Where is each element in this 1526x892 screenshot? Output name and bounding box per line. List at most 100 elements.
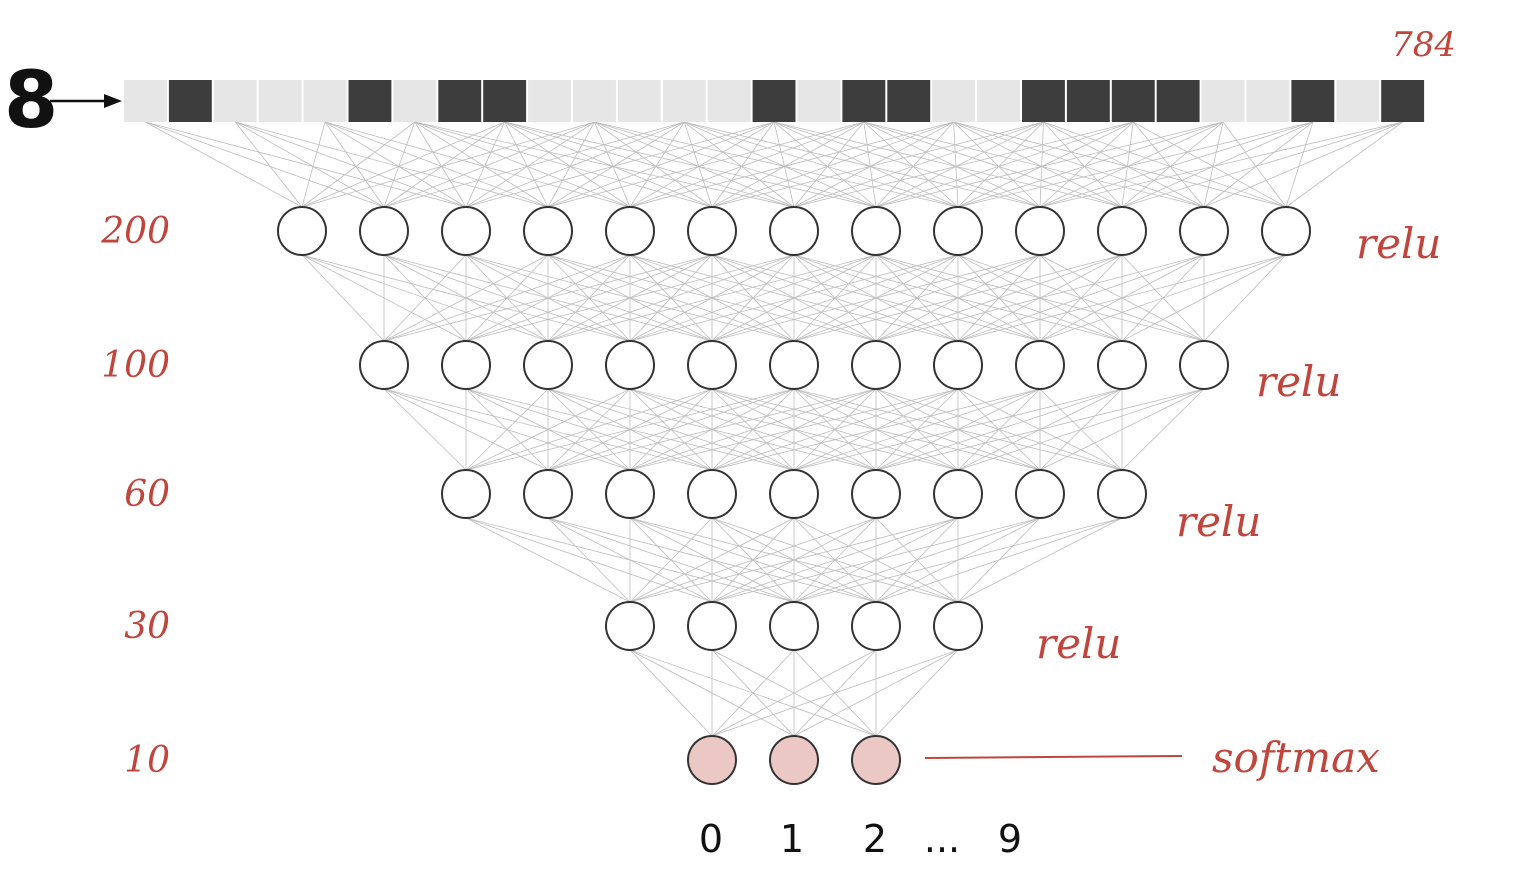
activation-label: relu	[1036, 619, 1121, 668]
hidden-neuron	[769, 206, 819, 256]
hidden-neuron	[359, 340, 409, 390]
connection-edge	[629, 388, 877, 471]
connection-edge	[793, 121, 954, 208]
hidden-neuron	[1015, 206, 1065, 256]
connection-edge	[383, 121, 595, 208]
connection-edge	[773, 121, 959, 208]
connection-edge	[793, 649, 959, 737]
connection-edge	[1222, 121, 1287, 208]
connection-edge	[953, 121, 1123, 208]
connection-edge	[465, 121, 775, 208]
connection-edge	[1039, 121, 1403, 208]
connection-edge	[1121, 388, 1205, 471]
connection-edge	[875, 121, 1134, 208]
connection-edge	[711, 388, 959, 471]
connection-edge	[594, 121, 631, 208]
input-pixel	[258, 80, 302, 122]
connection-edge	[863, 121, 1123, 208]
connection-edge	[863, 121, 1205, 208]
connection-edge	[1121, 121, 1224, 208]
connection-edge	[629, 649, 713, 737]
connection-edge	[957, 254, 1287, 342]
connection-edge	[711, 517, 1041, 603]
connection-edge	[793, 121, 1044, 208]
connection-edge	[414, 121, 467, 208]
layer-size-label: 60	[124, 474, 170, 515]
connection-edge	[711, 388, 1041, 471]
connection-edge	[1203, 254, 1287, 342]
connection-edge	[793, 121, 1134, 208]
hidden-neuron	[687, 340, 737, 390]
hidden-neuron	[523, 469, 573, 519]
hidden-neuron	[687, 469, 737, 519]
connection-edge	[465, 121, 506, 208]
input-size-label: 784	[1391, 25, 1456, 65]
connection-edge	[773, 121, 877, 208]
connection-edge	[594, 121, 713, 208]
connection-edge	[383, 388, 467, 471]
hidden-neuron	[523, 206, 573, 256]
activation-label: softmax	[1212, 733, 1380, 782]
input-pixel	[303, 80, 347, 122]
connection-edge	[1132, 121, 1205, 208]
hidden-neuron	[933, 469, 983, 519]
hidden-neuron	[359, 206, 409, 256]
layer-size-label: 10	[124, 740, 170, 781]
connection-edge	[863, 121, 1041, 208]
layer-size-label: 30	[124, 606, 170, 647]
connection-edge	[1203, 121, 1314, 208]
connection-edge	[383, 254, 713, 342]
input-pixel	[393, 80, 437, 122]
connection-edge	[793, 388, 1123, 471]
input-pixel	[528, 80, 571, 122]
connection-edge	[1039, 121, 1313, 208]
connection-edge	[547, 388, 877, 471]
connection-edge	[684, 121, 795, 208]
layer-size-label: 200	[100, 211, 170, 252]
connection-edge	[414, 121, 549, 208]
softmax-pointer-line	[924, 755, 1183, 759]
hidden-neuron	[851, 601, 901, 651]
ellipsis-label: ...	[924, 817, 960, 861]
input-pixel	[1156, 80, 1200, 122]
connection-edge	[1039, 121, 1044, 208]
connection-edge	[324, 121, 385, 208]
connection-edge	[324, 121, 549, 208]
input-pixel	[707, 80, 751, 122]
hidden-neuron	[277, 206, 327, 256]
connection-edge	[793, 254, 1123, 342]
connection-edge	[875, 254, 1205, 342]
input-pixel	[1291, 80, 1335, 122]
connection-edge	[773, 121, 1041, 208]
input-arrow-icon	[50, 94, 122, 108]
connection-edge	[711, 121, 865, 208]
activation-label: relu	[1356, 219, 1441, 268]
connection-edge	[1039, 388, 1205, 471]
connection-edge	[629, 121, 864, 208]
connection-edge	[547, 254, 795, 342]
connection-edge	[594, 121, 959, 208]
activation-label: relu	[1176, 497, 1261, 546]
connection-edge	[465, 388, 631, 471]
hidden-neuron	[1179, 340, 1229, 390]
connection-edge	[1043, 121, 1205, 208]
input-pixel	[842, 80, 886, 122]
input-pixel	[662, 80, 706, 122]
connection-edge	[957, 121, 1313, 208]
input-pixel	[617, 80, 661, 122]
connection-edge	[414, 121, 631, 208]
connection-edge	[465, 254, 795, 342]
hidden-neuron	[769, 469, 819, 519]
connection-edge	[301, 121, 326, 208]
input-pixel	[168, 80, 212, 122]
hidden-neuron	[605, 601, 655, 651]
input-pixel	[1022, 80, 1065, 122]
connection-edge	[504, 121, 549, 208]
hidden-neuron	[769, 340, 819, 390]
hidden-neuron	[769, 601, 819, 651]
input-digit-image: 8	[4, 56, 58, 146]
hidden-neuron	[1015, 340, 1065, 390]
connection-edge	[1039, 121, 1224, 208]
